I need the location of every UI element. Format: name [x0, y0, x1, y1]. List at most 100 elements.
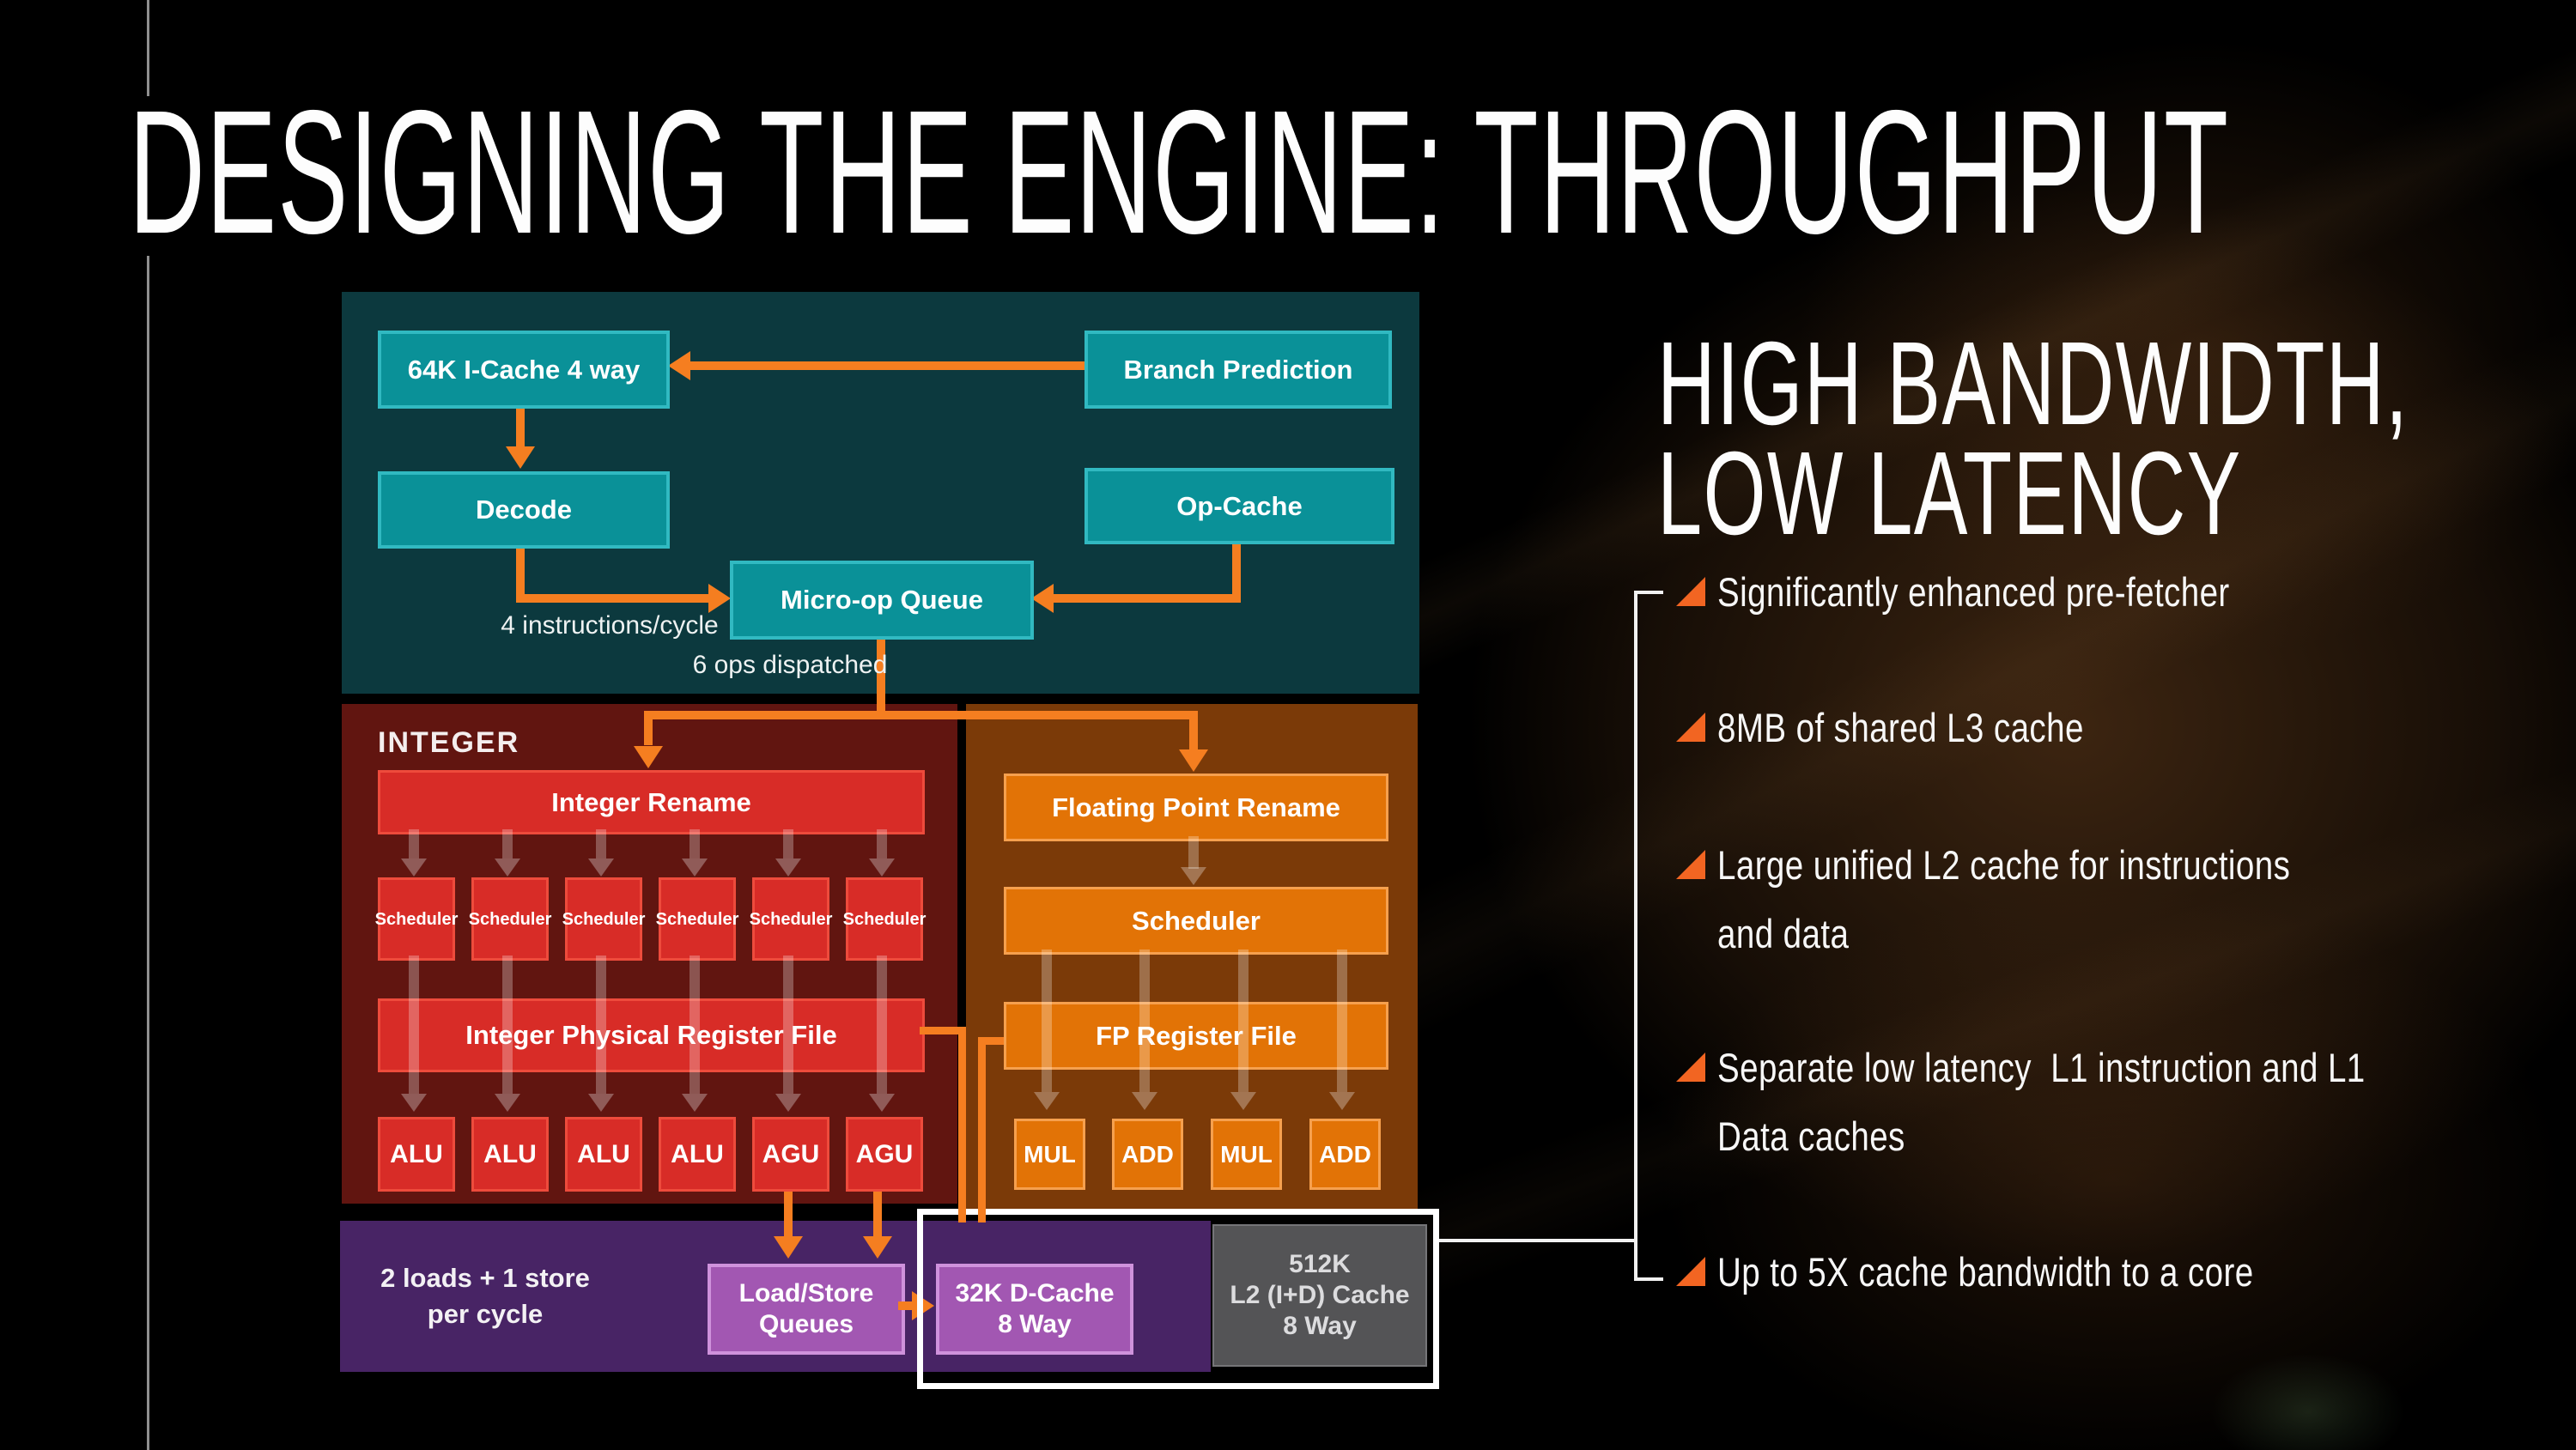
fp-add-box: ADD — [1309, 1119, 1381, 1190]
agu-ls-arrowhead — [774, 1236, 803, 1259]
bullet-item: Significantly enhanced pre-fetcher — [1717, 569, 2230, 615]
flow-arrowhead — [869, 1094, 895, 1112]
ls-dcache-arrow — [898, 1301, 914, 1310]
flow-sched-alu — [596, 956, 606, 1094]
bullet-item: Up to 5X cache bandwidth to a core — [1717, 1249, 2254, 1295]
int-scheduler-box: Scheduler — [750, 877, 832, 961]
agu-ls-arrowhead — [863, 1236, 892, 1259]
bracket-bottom-tick — [1634, 1277, 1663, 1281]
right-heading-line2: LOW LATENCY — [1657, 428, 2242, 560]
alu-box: ALU — [659, 1117, 736, 1192]
intprf-dcache-stub — [920, 1027, 966, 1034]
arrowhead-bp-to-icache — [668, 351, 690, 380]
alu-box: ALU — [471, 1117, 549, 1192]
dispatch-drop-integer — [644, 711, 653, 745]
fp-mul-box: MUL — [1014, 1119, 1085, 1190]
arrow-opcache-elbow-v — [1232, 537, 1241, 603]
flow-rename-sched — [596, 829, 606, 858]
int-scheduler-box: Scheduler — [656, 877, 738, 961]
int-scheduler-box: Scheduler — [469, 877, 551, 961]
flow-sched-alu — [690, 956, 700, 1094]
flow-arrowhead — [1181, 867, 1206, 885]
bullet-marker — [1676, 1257, 1705, 1286]
flow-rename-sched — [877, 829, 887, 858]
flow-fpsched-unit — [1337, 949, 1347, 1092]
load-store-queues-box: Load/Store Queues — [708, 1264, 905, 1355]
flow-arrowhead — [495, 1094, 520, 1112]
left-rule-top — [147, 0, 149, 96]
flow-arrowhead — [1329, 1092, 1355, 1110]
flow-arrowhead — [401, 858, 427, 877]
arrowhead-opcache-to-queue — [1031, 584, 1054, 613]
ls-dcache-arrowhead — [912, 1291, 934, 1320]
flow-arrowhead — [682, 858, 708, 877]
loads-note-line1: 2 loads + 1 store — [380, 1263, 590, 1293]
int-scheduler-box: Scheduler — [562, 877, 645, 961]
flow-fpsched-unit — [1042, 949, 1052, 1092]
fp-add-box: ADD — [1112, 1119, 1183, 1190]
flow-rename-sched — [502, 829, 513, 858]
cache-callout-box — [917, 1209, 1439, 1389]
arrow-bp-to-icache — [687, 361, 1084, 370]
flow-arrowhead — [682, 1094, 708, 1112]
instructions-per-cycle-label: 4 instructions/cycle — [501, 611, 719, 640]
agu-box: AGU — [752, 1117, 829, 1192]
bullet-item: Large unified L2 cache for instructions — [1717, 842, 2291, 888]
arrow-decode-elbow-h — [516, 594, 708, 603]
loads-note-line2: per cycle — [427, 1299, 544, 1329]
bullet-item-line2: Data caches — [1717, 1113, 1905, 1159]
flow-arrowhead — [869, 858, 895, 877]
fprf-dcache-line — [978, 1037, 986, 1222]
bullet-item: Separate low latency L1 instruction and … — [1717, 1045, 2366, 1090]
flow-arrowhead — [1230, 1092, 1256, 1110]
page-title: DESIGNING THE ENGINE: THROUGHPUT — [129, 74, 2230, 270]
dispatch-stem — [877, 633, 885, 719]
agu-ls-arrow — [873, 1186, 882, 1236]
flow-fpsched-unit — [1238, 949, 1249, 1092]
opcache-box: Op-Cache — [1084, 468, 1394, 544]
flow-rename-sched — [783, 829, 793, 858]
l2-line2: L2 (I+D) Cache — [1230, 1281, 1410, 1309]
dispatch-crossbar — [644, 711, 1198, 719]
load-store-line2: Queues — [758, 1310, 854, 1338]
l2-line1: 512K — [1289, 1250, 1351, 1278]
flow-rename-sched — [690, 829, 700, 858]
integer-rename-box: Integer Rename — [378, 770, 925, 834]
microop-queue-box: Micro-op Queue — [730, 561, 1034, 640]
intprf-dcache-line — [958, 1027, 966, 1222]
flow-arrowhead — [588, 1094, 614, 1112]
arrow-decode-elbow-v — [516, 542, 525, 603]
bullet-marker — [1676, 1053, 1705, 1082]
decode-box: Decode — [378, 471, 670, 549]
background-glow-green — [2198, 1322, 2473, 1450]
arrowhead-to-fp-rename — [1179, 749, 1208, 772]
left-rule-bottom — [147, 256, 149, 1450]
flow-sched-alu — [409, 956, 419, 1094]
agu-box: AGU — [846, 1117, 923, 1192]
icache-box: 64K I-Cache 4 way — [378, 331, 670, 409]
integer-prf-box: Integer Physical Register File — [378, 998, 925, 1072]
dispatch-drop-fp — [1189, 711, 1198, 749]
fp-rename-box: Floating Point Rename — [1004, 774, 1388, 841]
flow-fprename-sched — [1188, 836, 1199, 869]
load-store-line1: Load/Store — [738, 1279, 874, 1307]
arrowhead-decode-to-queue — [708, 584, 731, 613]
right-heading-line1: HIGH BANDWIDTH, — [1657, 318, 2409, 450]
fp-scheduler-box: Scheduler — [1004, 887, 1388, 955]
flow-sched-alu — [502, 956, 513, 1094]
flow-arrowhead — [588, 858, 614, 877]
callout-connector — [1439, 1239, 1636, 1242]
flow-sched-alu — [783, 956, 793, 1094]
alu-box: ALU — [378, 1117, 455, 1192]
flow-arrowhead — [775, 858, 801, 877]
flow-arrowhead — [1034, 1092, 1060, 1110]
branch-prediction-box: Branch Prediction — [1084, 331, 1392, 409]
bullet-marker — [1676, 713, 1705, 742]
bullet-item-line2: and data — [1717, 911, 1850, 956]
integer-panel-label: INTEGER — [378, 726, 520, 759]
int-scheduler-box: Scheduler — [375, 877, 458, 961]
flow-arrowhead — [401, 1094, 427, 1112]
flow-rename-sched — [409, 829, 419, 858]
l2-line3: 8 Way — [1283, 1312, 1357, 1340]
